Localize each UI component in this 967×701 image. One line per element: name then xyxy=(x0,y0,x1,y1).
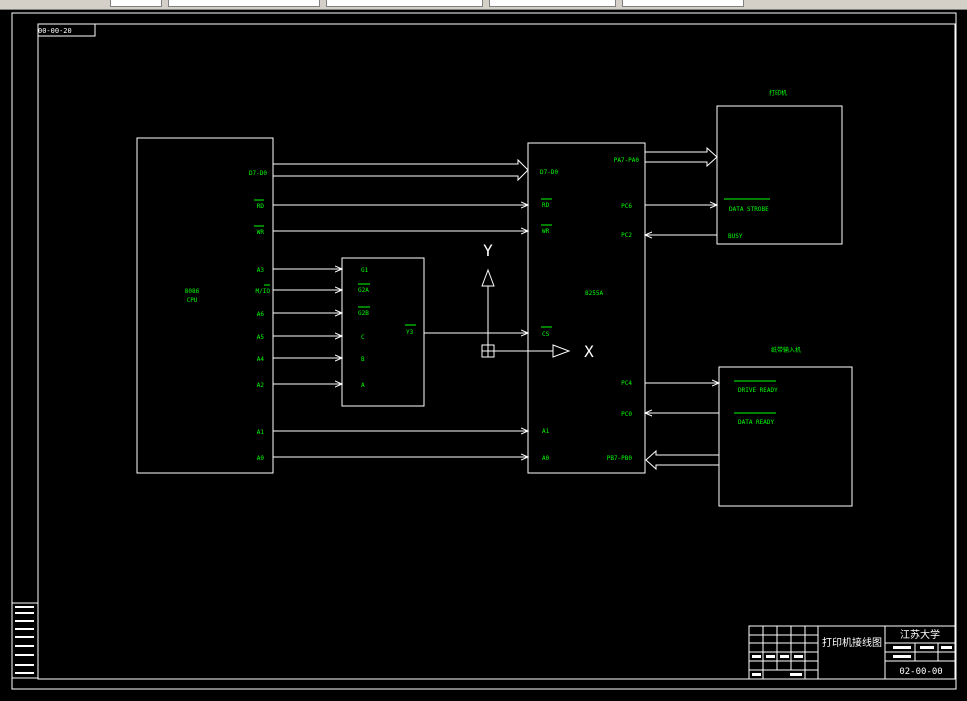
cpu-pin: WR xyxy=(257,229,265,236)
ucs-y-label: Y xyxy=(483,241,493,260)
decoder-pin: G1 xyxy=(361,267,369,274)
ppi-pin: PC6 xyxy=(621,203,632,210)
drawing-canvas[interactable]: 00-00-20 8086 CPU D7-D0 RD WR A3 M/IO A6… xyxy=(0,9,967,697)
ppi-pin: PC0 xyxy=(621,411,632,418)
cpu-block xyxy=(136,137,274,474)
ppi-pin: CS xyxy=(542,331,550,338)
ucs-x-label: X xyxy=(584,342,594,361)
cpu-pin: M/IO xyxy=(256,288,271,295)
printer-pin: BUSY xyxy=(728,233,743,240)
drawing-title: 打印机接线图 xyxy=(822,636,882,649)
drawing-code: 02-00-00 xyxy=(899,667,942,677)
toolbar-field[interactable] xyxy=(489,0,616,7)
ppi-pin: RD xyxy=(542,202,550,209)
decoder-output-pin: Y3 xyxy=(406,329,414,336)
decoder-pin: G2A xyxy=(358,287,369,294)
title-block xyxy=(748,625,956,680)
cpu-name: 8086 xyxy=(185,288,200,295)
drawing-number-box xyxy=(37,23,96,37)
decoder-pin: A xyxy=(361,382,365,389)
decoder-pin: B xyxy=(361,356,365,363)
ucs-icon xyxy=(481,268,571,358)
outer-frame xyxy=(11,12,957,690)
ppi-pin: A1 xyxy=(542,428,550,435)
ppi-pin: PC4 xyxy=(621,380,632,387)
cpu-name: CPU xyxy=(187,297,198,304)
cpu-pin: A0 xyxy=(257,455,265,462)
cpu-pin: A4 xyxy=(257,356,265,363)
cpu-pin: A3 xyxy=(257,267,265,274)
organization-name: 江苏大学 xyxy=(900,628,940,641)
tape-reader-title: 纸带输入机 xyxy=(771,346,801,354)
printer-block xyxy=(716,105,843,245)
revision-table xyxy=(11,602,39,679)
decoder-pin: G2B xyxy=(358,310,369,317)
cpu-pin: D7-D0 xyxy=(249,170,267,177)
tape-reader-pin: DATA READY xyxy=(738,419,775,426)
overbars xyxy=(254,198,776,414)
toolbar-field[interactable] xyxy=(110,0,162,7)
drawing-number: 00-00-20 xyxy=(38,27,72,35)
pb-bus-arrow xyxy=(645,449,719,471)
ppi-pin: PC2 xyxy=(621,232,632,239)
ppi-pin: PA7-PA0 xyxy=(614,157,640,164)
pa-bus-arrow xyxy=(645,146,718,168)
ppi-name: 8255A xyxy=(585,290,603,297)
tape-reader-pin: DRIVE READY xyxy=(738,387,778,394)
ppi-pin: WR xyxy=(542,228,550,235)
signal-lines xyxy=(273,205,719,457)
ppi-pin: A0 xyxy=(542,455,550,462)
toolbar-field[interactable] xyxy=(326,0,483,7)
decoder-block xyxy=(341,257,425,407)
toolbar-field[interactable] xyxy=(622,0,744,7)
printer-pin: DATA STROBE xyxy=(729,206,769,213)
printer-title: 打印机 xyxy=(769,89,787,97)
decoder-pin: C xyxy=(361,334,365,341)
cpu-pin: A2 xyxy=(257,382,265,389)
ppi-pin: PB7-PB0 xyxy=(607,455,633,462)
inner-frame xyxy=(37,23,956,680)
cpu-pin: A5 xyxy=(257,334,265,341)
cpu-pin: RD xyxy=(257,203,265,210)
toolbar-field[interactable] xyxy=(168,0,320,7)
cpu-pin: A6 xyxy=(257,311,265,318)
cpu-pin: A1 xyxy=(257,429,265,436)
ppi-block xyxy=(527,142,646,474)
toolbar xyxy=(0,0,967,10)
data-bus-arrow xyxy=(273,158,529,182)
tape-reader-block xyxy=(718,366,853,507)
ppi-pin: D7-D0 xyxy=(540,169,558,176)
